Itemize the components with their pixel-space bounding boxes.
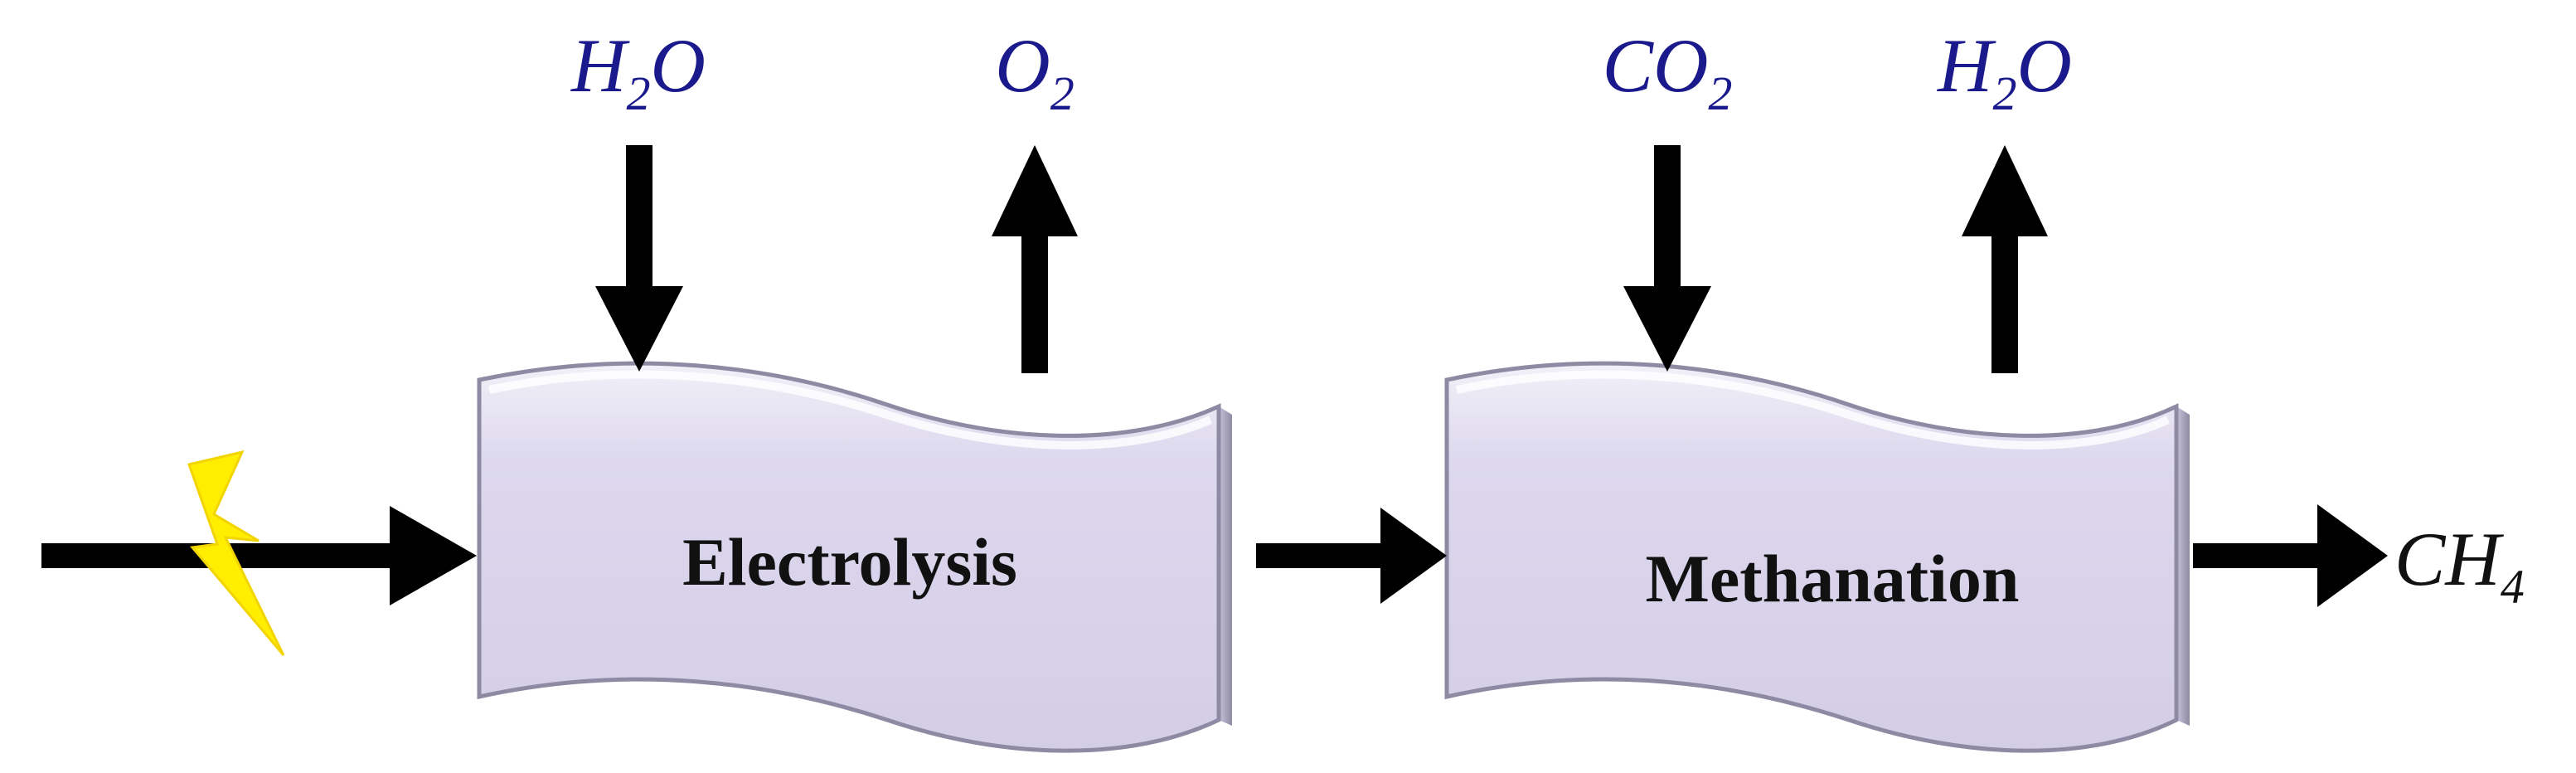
- electrolysis-box: Electrolysis: [477, 361, 1232, 753]
- electrolysis-input-arrow: [595, 145, 683, 372]
- methanation-box-shape: [1444, 361, 2179, 753]
- electrolysis-box-shape: [477, 361, 1221, 753]
- electrolysis-label: Electrolysis: [682, 524, 1017, 600]
- intermediate-arrow: [1256, 508, 1447, 604]
- methanation-output-arrow: [1962, 145, 2048, 373]
- lightning-bolt-icon: [187, 450, 285, 656]
- product-output-arrow: [2193, 504, 2388, 607]
- energy-input-arrow: [41, 506, 477, 605]
- methanation-box: Methanation: [1444, 361, 2190, 753]
- co2-input-label: CO2: [1603, 23, 1733, 120]
- water-output-label: H2O: [1937, 23, 2072, 120]
- water-input-label: H2O: [570, 23, 706, 120]
- methanation-label: Methanation: [1646, 541, 2020, 616]
- methane-product-label: CH4: [2394, 517, 2525, 614]
- oxygen-output-label: O2: [995, 23, 1074, 120]
- electrolysis-output-arrow: [992, 145, 1078, 373]
- methanation-input-arrow: [1623, 145, 1711, 372]
